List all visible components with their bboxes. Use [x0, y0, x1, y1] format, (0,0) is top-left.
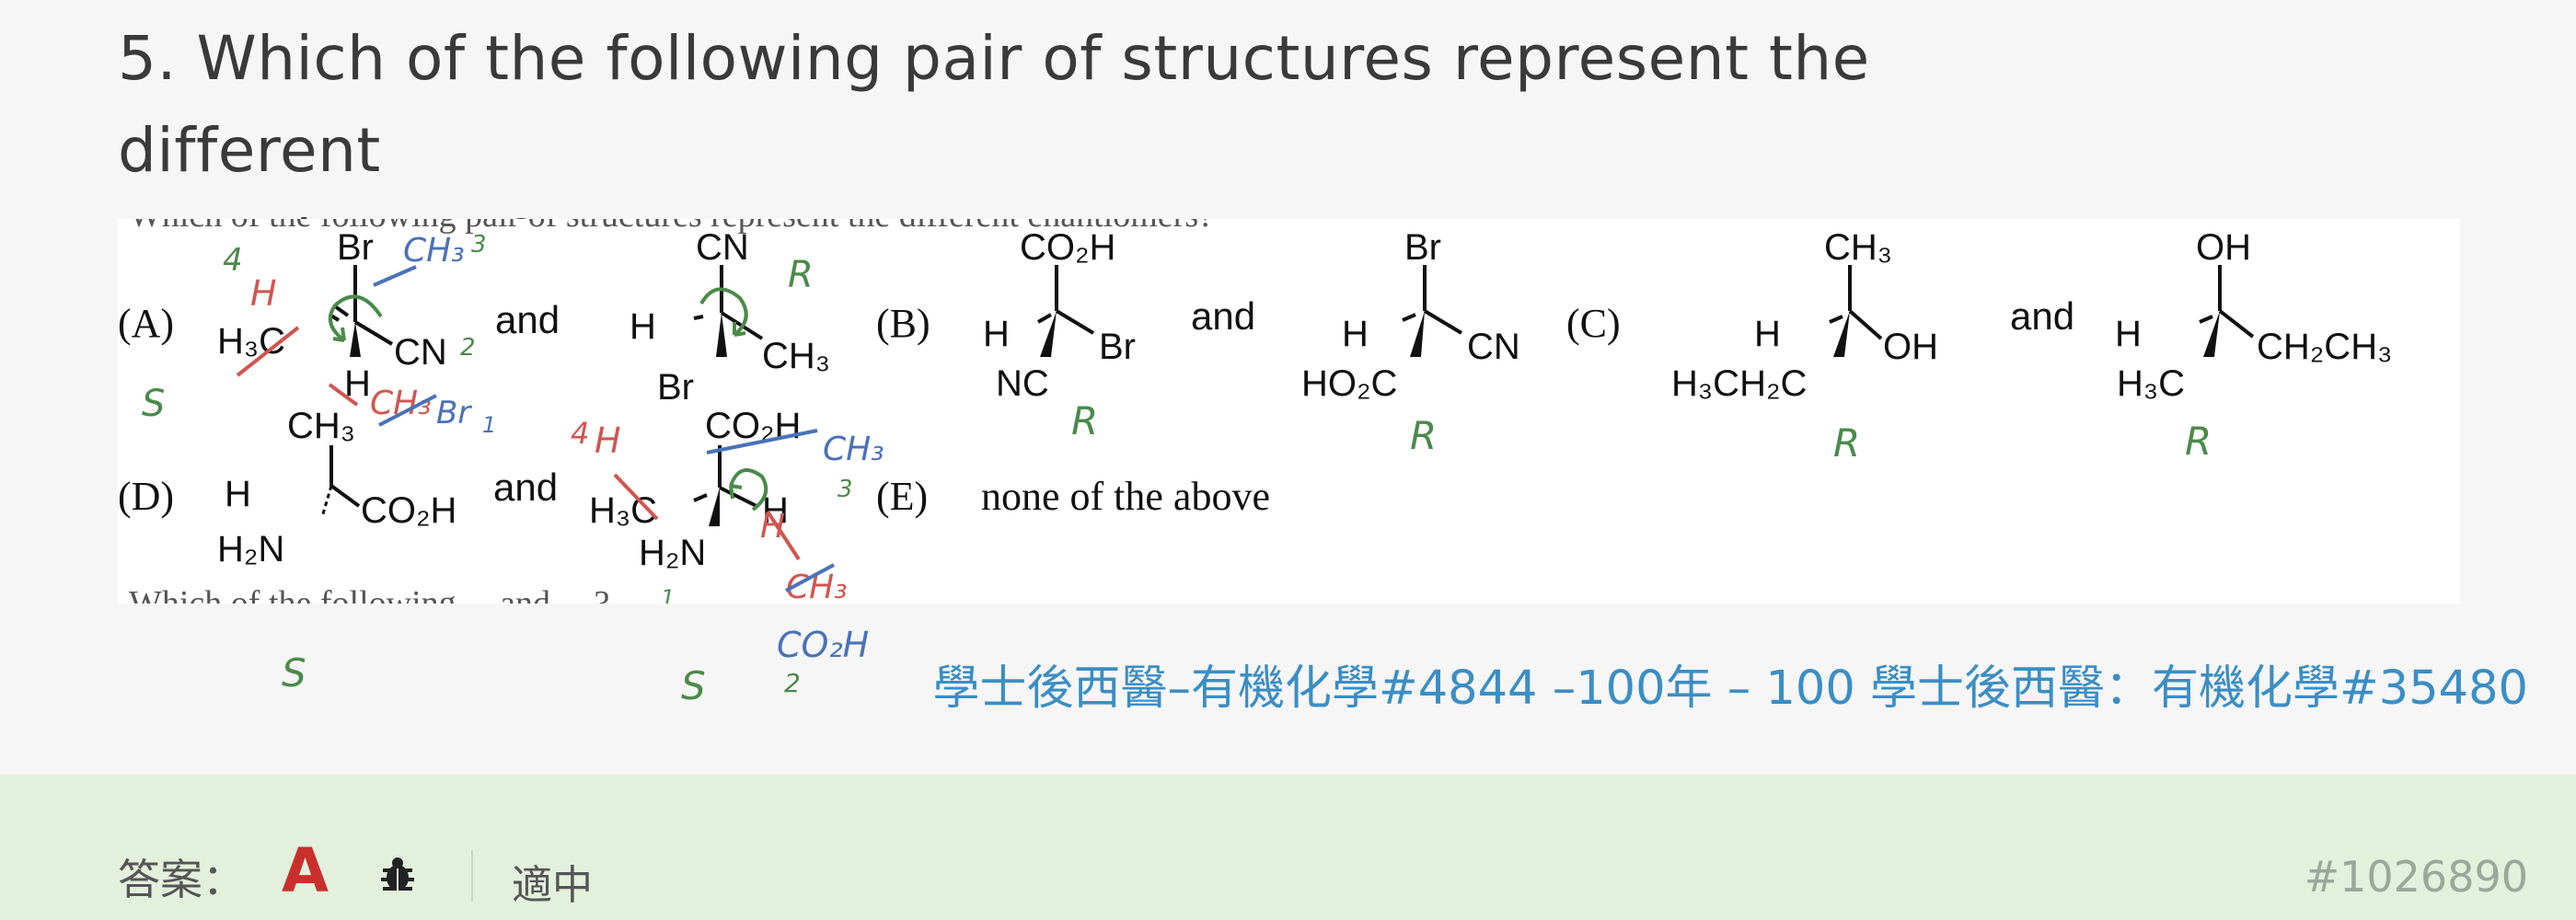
b2-top: Br: [1404, 227, 1441, 268]
ann-d2-s: S: [681, 663, 706, 708]
d2-top: CO₂H: [705, 406, 801, 446]
c1-right: OH: [1883, 327, 1938, 367]
figure-cut-bottom-text: Which of the following ... and ... ?: [129, 584, 609, 604]
b2-right: CN: [1467, 327, 1520, 367]
b1-right: Br: [1099, 327, 1136, 367]
option-d-label: (D): [118, 474, 174, 519]
answer-label: 答案：: [118, 855, 245, 904]
ann-b2-r: R: [1410, 413, 1437, 458]
ann-a1-h: H: [250, 273, 277, 314]
d1-left: H: [225, 474, 251, 514]
question-id: #1026890: [2304, 852, 2528, 902]
question-text: 5. Which of the following pair of struct…: [118, 13, 2097, 289]
ann-d2-ch3: CH₃: [823, 431, 884, 468]
ann-d2-1: 1: [661, 585, 675, 604]
option-b-molecule-2: Br H CN HO₂C: [1301, 227, 1520, 404]
ann-a1-3: 3: [471, 231, 487, 259]
c2-bottom: H₃C: [2117, 363, 2185, 404]
option-d-and: and: [493, 466, 558, 509]
a1-left: H₃C: [217, 321, 285, 362]
b1-left: H: [983, 314, 1010, 354]
annotation-strokes: [236, 265, 835, 592]
ann-a1-br: Br: [436, 395, 472, 431]
a2-bottom: Br: [657, 367, 694, 408]
answer-value: A: [282, 835, 329, 906]
c2-top: OH: [2196, 227, 2251, 268]
d1-top: CH₃: [287, 406, 355, 446]
option-c-molecule-1: CH₃ H OH H₃CH₂C: [1671, 227, 1938, 404]
ann-d2-4: 4: [571, 416, 589, 451]
b2-left: H: [1342, 314, 1369, 354]
d1-bottom: H₂N: [217, 529, 284, 569]
option-d-molecule-2: CO₂H H₃C H H₂N: [589, 406, 801, 573]
a1-right: CN: [394, 332, 447, 373]
b1-top: CO₂H: [1020, 227, 1115, 268]
a2-right: CH₃: [762, 336, 830, 376]
answer-divider: [471, 850, 473, 902]
question-figure: Which of the following pair of structure…: [118, 219, 2460, 604]
ann-a1-1: 1: [482, 412, 496, 438]
c1-bottom: H₃CH₂C: [1671, 363, 1807, 404]
d1-right: CO₂H: [361, 490, 456, 531]
option-a-molecule-2: CN H CH₃ Br: [630, 227, 830, 408]
b2-bottom: HO₂C: [1301, 363, 1397, 404]
a2-left: H: [630, 306, 656, 347]
ann-a1-s: S: [142, 383, 165, 425]
ann-c1-r: R: [1833, 420, 1860, 466]
ann-d2-h2: H: [760, 508, 785, 546]
a1-top: Br: [337, 227, 374, 268]
a2-top: CN: [696, 227, 749, 268]
option-a-molecule-1: Br H₃C CN H: [217, 227, 447, 404]
c2-left: H: [2115, 314, 2142, 354]
option-b-label: (B): [876, 301, 930, 346]
figure-cut-top-text: Which of the following pair of structure…: [129, 219, 1214, 235]
ann-d1-s: S: [282, 650, 306, 696]
ann-a1-ch3: CH₃: [403, 232, 465, 270]
ann-d2-3: 3: [837, 476, 853, 503]
option-c-molecule-2: OH H CH₂CH₃ H₃C: [2115, 227, 2392, 404]
answer-bar: [0, 775, 2576, 920]
ann-d2-co2h: CO₂H: [777, 625, 869, 665]
difficulty-label: 適中: [512, 862, 593, 909]
handwritten-annotations: 4 H CH₃ 3 2 CH₃ Br 1 S R R R R R 4 H CH₃…: [142, 231, 2212, 604]
c1-top: CH₃: [1824, 227, 1892, 268]
bug-icon[interactable]: [377, 854, 418, 894]
option-a-and: and: [495, 298, 560, 341]
option-b-and: and: [1191, 294, 1255, 338]
c2-right: CH₂CH₃: [2257, 327, 2392, 367]
option-c-label: (C): [1566, 301, 1621, 346]
d2-left: H₃C: [589, 490, 657, 531]
b1-bottom: NC: [996, 363, 1049, 404]
option-e-label: (E): [876, 474, 928, 519]
option-a-label: (A): [118, 301, 174, 346]
ann-a1-2: 2: [460, 334, 476, 362]
ann-d2-2: 2: [784, 668, 801, 698]
option-b-molecule-1: CO₂H H Br NC: [983, 227, 1136, 404]
option-e-text: none of the above: [981, 474, 1270, 519]
ann-a1-4: 4: [223, 242, 243, 279]
lower-annotations: S S CO₂H 2: [282, 625, 869, 708]
option-d-molecule-1: CH₃ H CO₂H H₂N: [217, 406, 456, 569]
ann-b1-r: R: [1071, 398, 1098, 443]
ann-a2-r: R: [788, 254, 814, 296]
question-line-1: 5. Which of the following pair of struct…: [118, 23, 1870, 186]
option-c-and: and: [2010, 294, 2074, 338]
ann-d2-h: H: [595, 420, 621, 461]
ann-c2-r: R: [2185, 419, 2212, 464]
c1-left: H: [1754, 314, 1781, 354]
source-link[interactable]: 學士後西醫–有機化學#4844 –100年 – 100 學士後西醫：有機化學#3…: [932, 661, 2528, 716]
d2-bottom: H₂N: [639, 533, 706, 573]
